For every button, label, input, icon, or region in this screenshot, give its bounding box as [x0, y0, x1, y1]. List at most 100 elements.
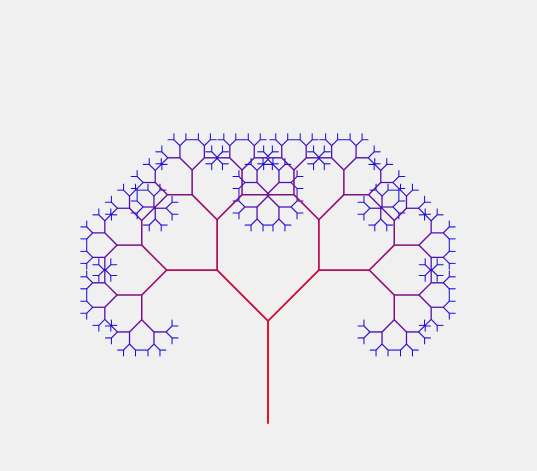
tree-branch — [272, 163, 280, 171]
tree-branch — [165, 207, 173, 215]
tree-branch — [191, 157, 206, 171]
tree-branch — [405, 343, 414, 351]
tree-branch — [86, 300, 94, 308]
tree-branch — [312, 157, 321, 165]
tree-branch — [216, 193, 243, 221]
tree-branch — [299, 139, 307, 147]
tree-branch — [417, 325, 426, 333]
tree-branch — [250, 218, 258, 226]
tree-branch — [392, 181, 400, 190]
tree-branch — [272, 218, 280, 226]
tree-branch — [238, 200, 246, 208]
tree-branch — [165, 325, 173, 333]
tree-branch — [380, 218, 388, 226]
tree-branch — [442, 306, 450, 314]
tree-branch — [312, 151, 321, 159]
tree-branch — [442, 282, 450, 290]
tree-branch — [278, 218, 286, 226]
tree-branch — [86, 306, 94, 314]
tree-branch — [128, 207, 143, 222]
tree-branch — [363, 325, 371, 333]
tree-branch — [418, 282, 432, 296]
tree-branch — [355, 139, 363, 147]
tree-branch — [140, 244, 168, 271]
tree-branch — [110, 325, 118, 333]
tree-branch — [367, 194, 382, 208]
tree-branch — [136, 175, 144, 184]
tree-branch — [136, 181, 144, 190]
tree-branch — [368, 269, 396, 296]
tree-branch — [154, 218, 162, 226]
tree-branch — [191, 193, 218, 221]
tree-branch — [399, 343, 408, 351]
tree-branch — [141, 207, 155, 222]
tree-branch — [442, 300, 450, 308]
tree-branch — [256, 163, 264, 171]
tree-branch — [430, 318, 438, 326]
tree-branch — [442, 256, 450, 264]
tree-branch — [430, 264, 438, 272]
tree-branch — [418, 232, 432, 246]
tree-branch — [98, 318, 106, 326]
tree-branch — [148, 163, 156, 171]
tree-branch — [368, 244, 396, 271]
tree-branch — [424, 214, 432, 222]
tree-branch — [211, 151, 219, 159]
tree-branch — [173, 139, 181, 147]
tree-branch — [417, 207, 426, 215]
tree-branch — [367, 157, 375, 165]
tree-branch — [250, 163, 258, 171]
tree-branch — [392, 200, 400, 208]
tree-branch — [86, 250, 94, 258]
tree-branch — [148, 218, 156, 226]
tree-branch — [86, 256, 94, 264]
tree-branch — [275, 139, 283, 147]
tree-branch — [98, 214, 106, 222]
tree-branch — [405, 189, 414, 197]
tree-branch — [290, 200, 298, 208]
tree-branch — [161, 151, 169, 159]
tree-branch — [305, 139, 313, 147]
tree-branch — [179, 157, 193, 171]
tree-branch — [128, 343, 137, 351]
tree-branch — [267, 269, 320, 322]
tree-branch — [266, 194, 280, 208]
tree-branch — [128, 189, 137, 197]
tree-branch — [104, 232, 118, 246]
tree-branch — [104, 282, 118, 296]
tree-branch — [363, 207, 371, 215]
tree-branch — [393, 319, 408, 333]
tree-branch — [256, 194, 270, 208]
tree-branch — [110, 207, 118, 215]
tree-branch — [424, 264, 432, 272]
tree-branch — [363, 201, 371, 209]
tree-branch — [128, 319, 143, 333]
tree-branch — [229, 139, 237, 147]
tree-branch — [265, 157, 273, 165]
tree-branch — [418, 244, 432, 259]
tree-branch — [374, 218, 382, 226]
tree-branch — [238, 181, 246, 190]
tree-branch — [392, 206, 400, 214]
tree-branch — [442, 232, 450, 240]
tree-branch — [238, 175, 246, 184]
tree-branch — [110, 331, 118, 339]
tree-branch — [290, 206, 298, 214]
tree-branch — [140, 269, 168, 296]
tree-branch — [98, 268, 106, 277]
tree-branch — [318, 193, 345, 221]
tree-branch — [381, 189, 389, 197]
tree-branch — [154, 181, 169, 196]
tree-branch — [381, 343, 389, 351]
tree-branch — [147, 343, 155, 351]
tree-branch — [375, 343, 383, 351]
tree-branch — [266, 181, 280, 196]
tree-branch — [253, 139, 261, 147]
tree-branch — [223, 139, 231, 147]
tree-branch — [141, 319, 155, 333]
tree-branch — [281, 157, 295, 171]
tree-branch — [343, 157, 357, 171]
tree-branch — [86, 276, 94, 284]
tree-branch — [154, 163, 162, 171]
tree-branch — [265, 151, 273, 159]
